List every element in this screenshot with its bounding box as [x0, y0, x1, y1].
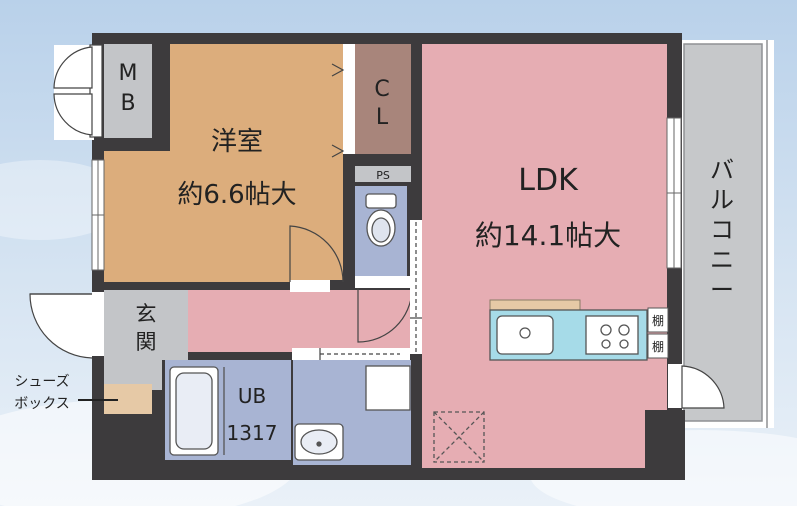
window-left — [91, 159, 105, 271]
ps-label: PS — [376, 169, 390, 182]
ub-name: UB — [238, 384, 266, 408]
bathtub — [169, 366, 225, 456]
wall-notch — [645, 410, 685, 480]
balcony-char-3: コ — [710, 216, 734, 244]
balcony — [682, 40, 774, 428]
entrance-label-2: 関 — [136, 330, 157, 354]
mb-label-1: M — [119, 61, 138, 86]
entrance-door — [29, 292, 104, 359]
western-room-name: 洋室 — [211, 127, 263, 157]
balcony-door — [668, 364, 725, 409]
closet-label-2: L — [376, 105, 389, 130]
western-room — [104, 44, 343, 282]
balcony-char-4: ニ — [710, 246, 734, 274]
shelf-box — [647, 333, 669, 359]
stove — [585, 315, 639, 355]
refrigerator-space — [433, 411, 485, 463]
shelf-label-1: 棚 — [652, 313, 664, 328]
window-right — [666, 117, 682, 269]
closet — [355, 44, 411, 154]
closet-door — [331, 44, 355, 158]
ldk-name: LDK — [518, 163, 579, 198]
ps-shaft — [355, 166, 411, 182]
balcony-char-1: バ — [710, 156, 734, 184]
balcony-char-5: ー — [710, 276, 734, 304]
entrance — [104, 290, 188, 360]
ldk-room — [422, 44, 667, 468]
mb-door — [53, 44, 103, 138]
western-room-door — [289, 225, 344, 292]
mb-label-2: B — [120, 91, 135, 116]
shelf-box — [647, 307, 669, 333]
shoe-box-label-1: シューズ — [14, 374, 69, 390]
mb-room — [104, 44, 152, 138]
ub-size: 1317 — [227, 421, 278, 445]
entrance-label-1: 玄 — [136, 302, 157, 326]
ldk-door — [410, 220, 422, 354]
washroom-door — [292, 348, 410, 360]
western-room-size: 約6.6帖大 — [177, 180, 296, 210]
shelf-label-2: 棚 — [652, 339, 664, 354]
wash-basin — [294, 423, 344, 461]
hallway — [188, 290, 422, 352]
toilet-fixture — [365, 193, 397, 247]
ldk-size: 約14.1帖大 — [475, 219, 621, 252]
washer-space — [365, 365, 411, 411]
balcony-char-2: ル — [710, 186, 734, 214]
closet-label-1: C — [374, 77, 389, 102]
kitchen-counter — [489, 299, 648, 361]
shoe-box-label-2: ボックス — [14, 396, 70, 412]
